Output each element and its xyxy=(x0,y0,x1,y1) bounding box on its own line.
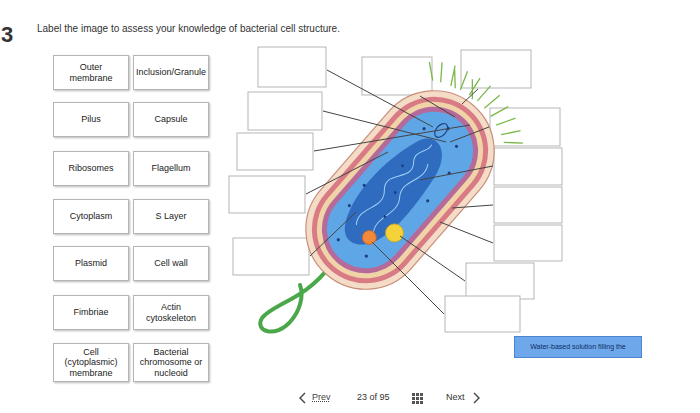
leader-line xyxy=(323,111,446,142)
drop-box xyxy=(445,296,520,332)
next-link: Next xyxy=(446,392,465,402)
label-text: Outer membrane xyxy=(58,62,124,83)
inclusion-orange xyxy=(359,228,379,248)
label-text: Capsule xyxy=(154,114,187,124)
label-text: Actin cytoskeleton xyxy=(138,302,204,323)
leader-line xyxy=(440,222,493,243)
drop-box xyxy=(461,50,531,88)
bacterial-cell xyxy=(280,45,538,315)
label-tile: Cell (cytoplasmic) membrane xyxy=(53,343,129,382)
label-tile: Outer membrane xyxy=(53,55,129,90)
label-tile: Plasmid xyxy=(53,246,129,281)
next-chevron xyxy=(474,393,479,403)
label-text: Cell (cytoplasmic) membrane xyxy=(58,347,124,378)
grid-icon xyxy=(412,393,423,404)
label-text: Plasmid xyxy=(75,258,107,268)
leader-line xyxy=(452,205,493,208)
instruction-title: Label the image to assess your knowledge… xyxy=(37,23,340,34)
leader-line xyxy=(310,212,356,256)
label-text: Ribosomes xyxy=(68,163,113,173)
label-tile: Ribosomes xyxy=(53,151,129,186)
cytoplasm-area xyxy=(311,96,489,285)
drop-box xyxy=(237,133,313,170)
label-tile: Cytoplasm xyxy=(53,199,129,234)
leader-line xyxy=(327,70,433,127)
label-tile: Inclusion/Granule xyxy=(133,55,209,90)
label-tile: Fimbriae xyxy=(53,295,129,330)
drop-box xyxy=(494,225,562,261)
selected-label-chip: Water-based solution filling the xyxy=(514,336,642,358)
ribosomes xyxy=(324,109,475,269)
label-tile: Capsule xyxy=(133,102,209,137)
dna-strands xyxy=(352,138,442,237)
drop-box xyxy=(362,57,432,95)
cell-wall-layer xyxy=(297,82,503,299)
page-counter: 23 of 95 xyxy=(357,392,390,402)
drop-box xyxy=(466,263,534,299)
drop-box xyxy=(494,148,562,185)
leader-line xyxy=(314,125,470,151)
label-text: Water-based solution filling the xyxy=(530,343,625,351)
drop-box xyxy=(490,108,560,146)
inclusion-yellow xyxy=(382,220,407,245)
leader-line xyxy=(306,152,388,194)
leader-line xyxy=(400,236,465,281)
cell-membrane-layer xyxy=(304,89,496,292)
leader-line xyxy=(462,89,478,104)
label-text: Cytoplasm xyxy=(70,211,113,221)
label-tile: Bacterial chromosome or nucleoid xyxy=(133,343,209,382)
label-text: Cell wall xyxy=(154,258,188,268)
label-tile: Cell wall xyxy=(133,246,209,281)
leader-line xyxy=(450,127,489,142)
label-text: Inclusion/Granule xyxy=(136,67,206,77)
flagellum xyxy=(260,266,330,332)
leader-line xyxy=(420,96,455,117)
question-number: 3 xyxy=(1,22,13,48)
capsule-layer xyxy=(281,66,519,314)
prev-chevron xyxy=(300,393,305,403)
label-tile: S Layer xyxy=(133,199,209,234)
drop-box xyxy=(248,92,322,130)
label-text: Fimbriae xyxy=(73,307,108,317)
prev-link: Prev xyxy=(312,392,331,402)
label-tile: Pilus xyxy=(53,102,129,137)
leader-lines xyxy=(306,70,493,314)
drop-box xyxy=(233,238,309,275)
label-tile: Actin cytoskeleton xyxy=(133,295,209,330)
drop-box xyxy=(258,47,326,87)
leader-line xyxy=(420,166,493,180)
label-text: Flagellum xyxy=(151,163,190,173)
label-text: S Layer xyxy=(155,211,186,221)
drop-box xyxy=(494,187,562,223)
label-text: Pilus xyxy=(81,114,101,124)
label-tile: Flagellum xyxy=(133,151,209,186)
leader-line xyxy=(372,242,444,314)
drop-boxes xyxy=(229,47,562,332)
drop-box xyxy=(229,176,305,213)
label-text: Bacterial chromosome or nucleoid xyxy=(138,347,204,378)
